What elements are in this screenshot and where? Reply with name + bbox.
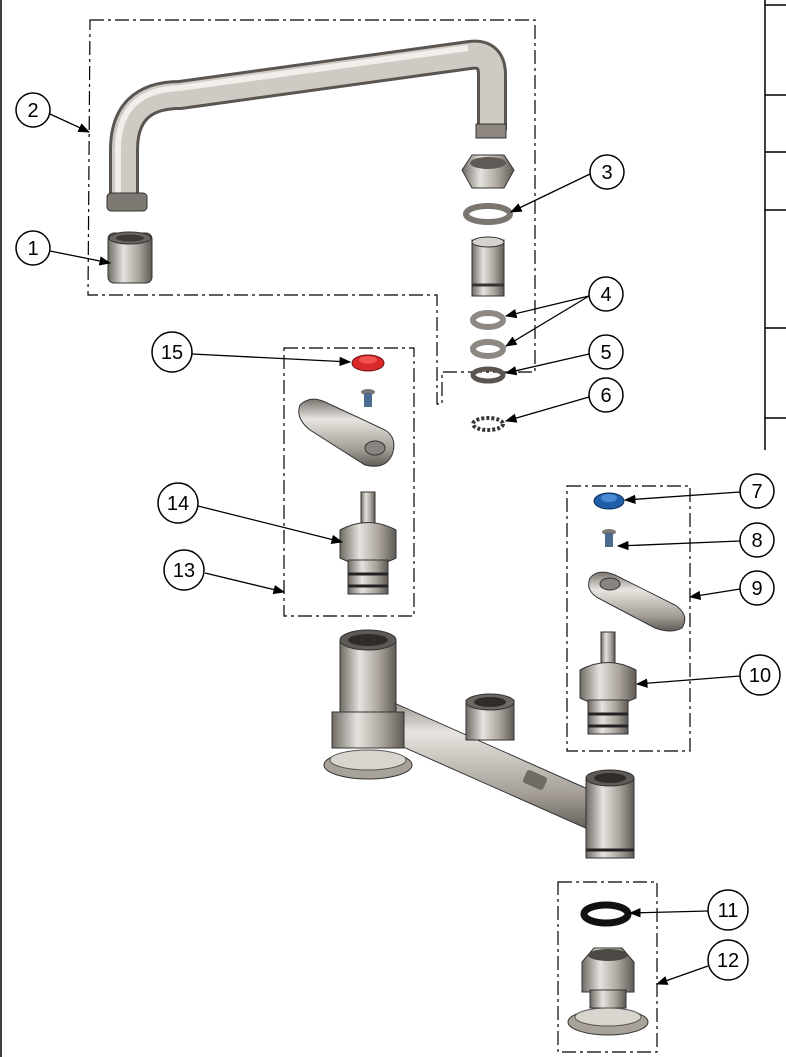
leader-4a (504, 295, 590, 319)
callout-12: 12 (707, 939, 749, 981)
callout-13: 13 (163, 549, 205, 591)
red-handle-screw (361, 389, 375, 407)
leader-5 (504, 353, 590, 376)
o-ring-upper (470, 310, 506, 330)
leader-9 (688, 588, 741, 600)
svg-text:6: 6 (600, 385, 611, 407)
spout-stem (471, 236, 505, 297)
svg-text:10: 10 (749, 665, 771, 687)
svg-text:4: 4 (600, 284, 611, 306)
red-handle-assembly-boundary (283, 347, 415, 617)
blue-handle-assembly-boundary (566, 485, 691, 752)
leader-11 (628, 908, 709, 918)
callout-7: 7 (739, 473, 775, 509)
friction-washer (470, 366, 506, 384)
callout-9: 9 (739, 570, 775, 606)
leader-7 (623, 491, 741, 504)
leader-2 (49, 113, 91, 133)
svg-text:15: 15 (161, 342, 183, 364)
leader-3 (509, 173, 591, 213)
blue-lever-handle (588, 571, 686, 632)
supply-washer (580, 901, 632, 927)
leader-1 (49, 250, 112, 266)
leader-13 (204, 572, 286, 595)
faucet-body (323, 629, 635, 859)
leader-12 (655, 965, 709, 985)
svg-text:12: 12 (717, 950, 739, 972)
group-boundaries (87, 19, 691, 1053)
o-ring-lower (470, 339, 506, 359)
callout-3: 3 (589, 154, 625, 190)
leader-14 (197, 505, 344, 544)
red-index-button (351, 354, 385, 372)
leader-6 (504, 396, 590, 423)
blue-valve-cartridge (579, 631, 637, 735)
spout-washer (463, 203, 513, 225)
aerator (107, 231, 153, 284)
leader-lines (49, 113, 741, 985)
svg-text:11: 11 (718, 900, 739, 922)
svg-text:3: 3 (601, 162, 612, 184)
supply-connection-boundary (557, 881, 658, 1053)
blue-handle-screw (602, 529, 616, 547)
callout-5: 5 (588, 334, 624, 370)
callout-2: 2 (15, 92, 51, 128)
svg-text:7: 7 (751, 481, 762, 503)
callout-14: 14 (157, 482, 199, 524)
callout-11: 11 (707, 889, 749, 931)
callout-10: 10 (739, 654, 781, 696)
svg-text:14: 14 (167, 493, 189, 515)
leader-15 (191, 353, 352, 367)
coupling-nut (461, 154, 515, 189)
svg-text:9: 9 (751, 578, 762, 600)
callout-1: 1 (15, 230, 51, 266)
leader-4b (504, 295, 590, 347)
callout-6: 6 (588, 377, 624, 413)
red-valve-cartridge (339, 491, 397, 595)
supply-coupling-nut (567, 947, 649, 1036)
callout-4: 4 (588, 276, 624, 312)
svg-text:2: 2 (27, 100, 38, 122)
blue-index-button (593, 492, 625, 510)
svg-text:8: 8 (751, 530, 762, 552)
svg-text:1: 1 (27, 238, 38, 260)
leader-8 (616, 540, 741, 551)
spout-assembly-boundary (87, 19, 536, 405)
leader-10 (635, 675, 741, 688)
callout-15: 15 (151, 331, 193, 373)
swing-spout (106, 39, 507, 212)
svg-text:5: 5 (600, 342, 611, 364)
svg-text:13: 13 (173, 560, 195, 582)
lock-washer (471, 416, 505, 432)
red-lever-handle (298, 398, 395, 467)
callouts: 1 2 3 4 5 6 7 8 (15, 92, 781, 981)
callout-8: 8 (739, 522, 775, 558)
